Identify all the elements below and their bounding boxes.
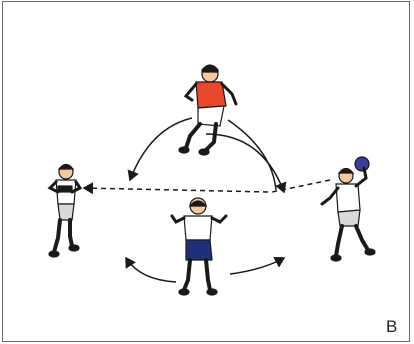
player-center-figure [172,198,226,295]
panel-letter: B [386,318,397,335]
player-right-figure [322,157,375,261]
pass-path-arrow [84,180,330,192]
defender-red-figure [179,65,236,155]
movement-arc-right [206,120,284,192]
ball-icon [355,157,369,171]
player-left-figure [49,165,80,258]
